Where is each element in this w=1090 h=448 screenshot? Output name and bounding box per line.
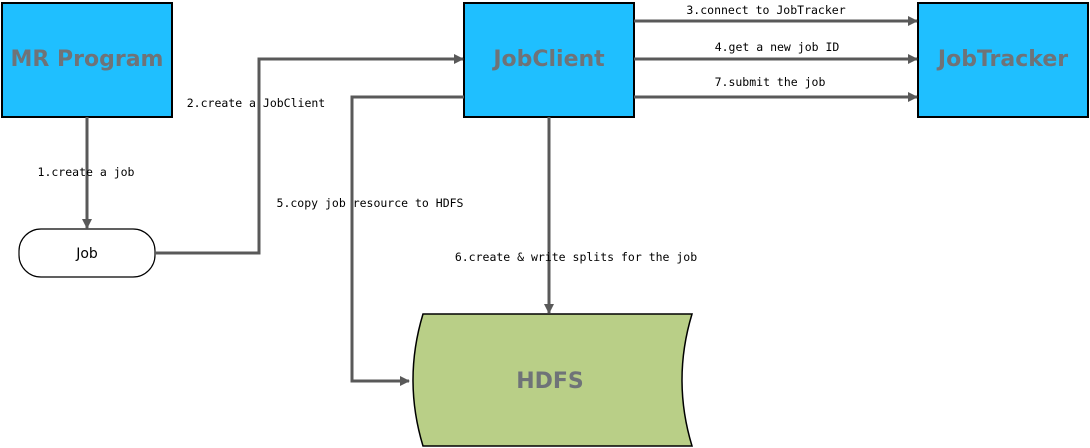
edge-submit-job-label: 7.submit the job xyxy=(715,75,826,89)
edge-write-splits: 6.create & write splits for the job xyxy=(455,117,697,314)
edge-connect-jobtracker: 3.connect to JobTracker xyxy=(634,3,918,26)
edge-submit-job: 7.submit the job xyxy=(634,75,918,102)
edge-connect-jobtracker-label: 3.connect to JobTracker xyxy=(686,3,845,17)
hdfs-label: HDFS xyxy=(516,369,584,394)
job-client-label: JobClient xyxy=(491,47,605,72)
edge-copy-resource-label: 5.copy job resource to HDFS xyxy=(277,196,464,210)
edge-create-job-label: 1.create a job xyxy=(38,165,135,179)
job-tracker-label: JobTracker xyxy=(936,47,1068,72)
job-label: Job xyxy=(75,246,98,262)
edge-get-job-id: 4.get a new job ID xyxy=(634,40,918,64)
job-tracker-node: JobTracker xyxy=(917,2,1089,118)
mr-program-node: MR Program xyxy=(1,2,173,118)
edge-create-jobclient-label: 2.create a JobClient xyxy=(187,96,325,110)
edge-get-job-id-label: 4.get a new job ID xyxy=(715,40,840,54)
edge-copy-resource-line xyxy=(350,95,464,386)
edge-create-job: 1.create a job xyxy=(38,117,135,229)
job-client-node: JobClient xyxy=(463,2,635,118)
edge-write-splits-label: 6.create & write splits for the job xyxy=(455,250,697,264)
job-node: Job xyxy=(18,228,156,278)
edge-create-jobclient: 2.create a JobClient xyxy=(155,54,464,255)
mr-program-label: MR Program xyxy=(11,47,164,72)
edge-copy-resource: 5.copy job resource to HDFS xyxy=(277,95,464,386)
edge-create-jobclient-line xyxy=(155,54,464,255)
hdfs-node: HDFS xyxy=(412,313,694,447)
